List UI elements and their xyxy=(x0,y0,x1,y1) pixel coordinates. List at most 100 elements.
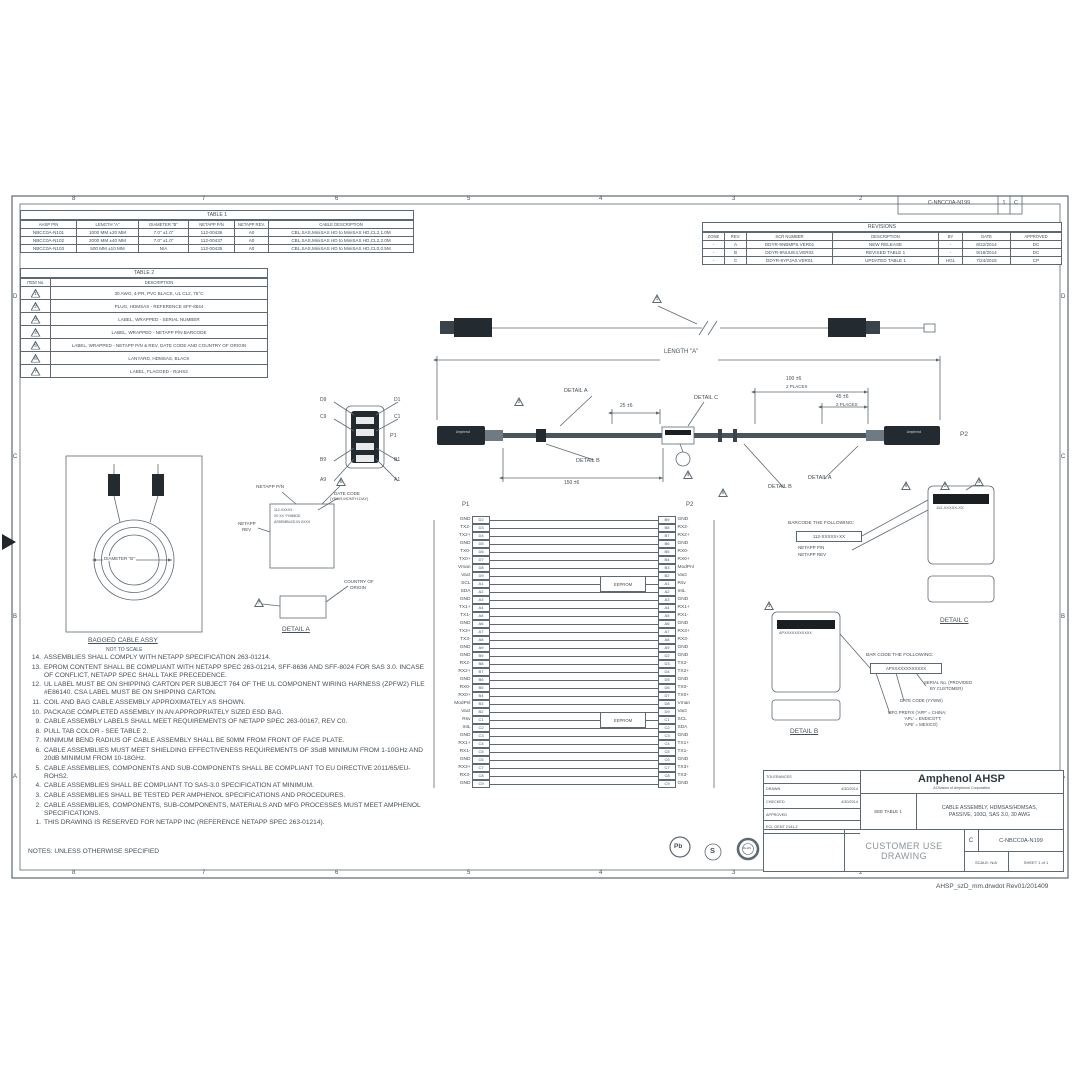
note-text: CABLE ASSEMBLIES SHALL BE COMPLIANT TO S… xyxy=(44,782,314,790)
titleblock-label: CHECKED xyxy=(766,799,785,804)
note-flag: 7 xyxy=(254,598,264,607)
table-cell: 7.0" ±1.0" xyxy=(139,229,189,236)
wire-line xyxy=(490,535,658,537)
item-cell: 3 xyxy=(21,313,51,325)
table-cell: A0 xyxy=(235,229,269,236)
signal-label: GND xyxy=(459,653,471,659)
detail-c-barcode-text: 112-XXXXX-XX xyxy=(936,505,964,510)
titleblock-row: ECL GENT 2141-2 xyxy=(764,821,860,834)
dim-100-places: 2 PLACES xyxy=(786,384,808,389)
detail-c-callout-pn: NETAPP P/N xyxy=(798,545,825,550)
wire xyxy=(490,612,658,620)
detail-c-callout-rev: NETAPP REV xyxy=(798,552,827,557)
strip-doc-number: C-NBCC0A-N199 xyxy=(927,200,971,206)
wire-line xyxy=(490,775,658,777)
scale-cell: SCALE: N/A xyxy=(964,852,1009,872)
wire xyxy=(490,572,658,580)
pin-box: C7 xyxy=(658,764,676,773)
note-flag: 5 xyxy=(718,488,728,497)
note-flag: 4 xyxy=(31,328,41,337)
sheet-border xyxy=(2,195,1069,879)
signal-label: RX0- xyxy=(677,549,689,555)
drawing-title-line1: CABLE ASSEMBLY, HDMSAS/HDMSAS, xyxy=(941,804,1038,811)
table-cell: DC xyxy=(1032,249,1040,255)
pin-box: A7 xyxy=(658,628,676,637)
table-cell: 1000 MM ±20 MM xyxy=(77,229,139,236)
wire-line xyxy=(490,575,658,577)
signal-label: TX3- xyxy=(460,637,471,643)
signal-label: TX3- xyxy=(677,773,688,779)
detail-b-serial-2: BY CUSTOMER) xyxy=(930,686,963,691)
pin-box: C8 xyxy=(658,772,676,781)
wire xyxy=(490,636,658,644)
pin-box: B5 xyxy=(472,684,490,693)
bagged-cable-title: BAGGED CABLE ASSY xyxy=(88,637,158,644)
table-cell: DDYR-9NUUE4.VER02 xyxy=(747,249,833,256)
flag-number: 7 xyxy=(257,600,261,605)
column-header: APPROVED xyxy=(1024,233,1048,239)
table-cell: 112-00437 xyxy=(189,237,235,244)
signal-label: Vact xyxy=(461,573,471,579)
flag-number: 3 xyxy=(34,316,37,322)
zone-number: 2 xyxy=(859,196,863,202)
note-number: 13. xyxy=(31,663,41,671)
pin-box: D4 xyxy=(472,532,490,541)
signal-label: GND xyxy=(677,517,689,523)
table-cell: CBL,SAS,MiniSAS HD to MiniSAS HD,CL2,2.0… xyxy=(291,237,391,243)
diameter-b-label: DIAMETER "B" xyxy=(103,556,136,562)
titleblock-label: ECL GENT 2141-2 xyxy=(766,825,798,830)
signal-label: RX2- xyxy=(677,525,689,531)
signal-label: GND xyxy=(459,733,471,739)
wire xyxy=(490,580,658,588)
company-block: Amphenol AHSP A Division of Amphenol Cor… xyxy=(860,771,1063,794)
face-pin-d9: D9 xyxy=(320,397,327,403)
pin-box: A2 xyxy=(658,588,676,597)
note-flag: 2 xyxy=(940,481,950,490)
signal-label: TX0+ xyxy=(458,557,471,563)
wire xyxy=(490,708,658,716)
notes-footer: NOTES: UNLESS OTHERWISE SPECIFIED xyxy=(28,848,160,855)
detail-c-callout: DETAIL C xyxy=(694,395,719,401)
customer-use-drawing-label: CUSTOMER USE DRAWING xyxy=(844,829,965,872)
table1-title: TABLE 1 xyxy=(21,211,413,220)
face-pin-c1: C1 xyxy=(394,414,401,420)
pin-box: C4 xyxy=(658,740,676,749)
flag-number: 1 xyxy=(655,296,659,301)
wire-line xyxy=(490,655,658,657)
scale-sheet-row: SCALE: N/A SHEET 1 of 1 xyxy=(964,851,1063,872)
wire-line xyxy=(490,647,658,649)
table-cell: N/A xyxy=(139,245,189,252)
pin-box: A3 xyxy=(658,596,676,605)
table-cell: DC xyxy=(1032,241,1040,247)
wire-line xyxy=(490,703,658,705)
table-cell: 500 MM ±10 MM xyxy=(77,245,139,252)
pin-box: C8 xyxy=(472,772,490,781)
detail-b-mfg-2: 'APL' = ENDICOTT; xyxy=(904,716,942,721)
wire-line xyxy=(490,623,658,625)
pin-box: C1 xyxy=(658,716,676,725)
note-item: 10.PACKAGE COMPLETED ASSEMBLY IN AN APPR… xyxy=(25,709,427,717)
wire-line xyxy=(490,759,658,761)
pin-box: D4 xyxy=(658,668,676,677)
wire-line xyxy=(490,543,658,545)
strip-size-cell: C xyxy=(1014,200,1018,206)
wire-line xyxy=(490,567,658,569)
wire xyxy=(490,524,658,532)
wire-line xyxy=(490,639,658,641)
pin-box: D7 xyxy=(472,556,490,565)
drawing-title-line2: PASSIVE, 100Ω, SAS 3.0, 30 AWG xyxy=(948,811,1031,818)
wire xyxy=(490,724,658,732)
note-number: 12. xyxy=(31,681,41,689)
